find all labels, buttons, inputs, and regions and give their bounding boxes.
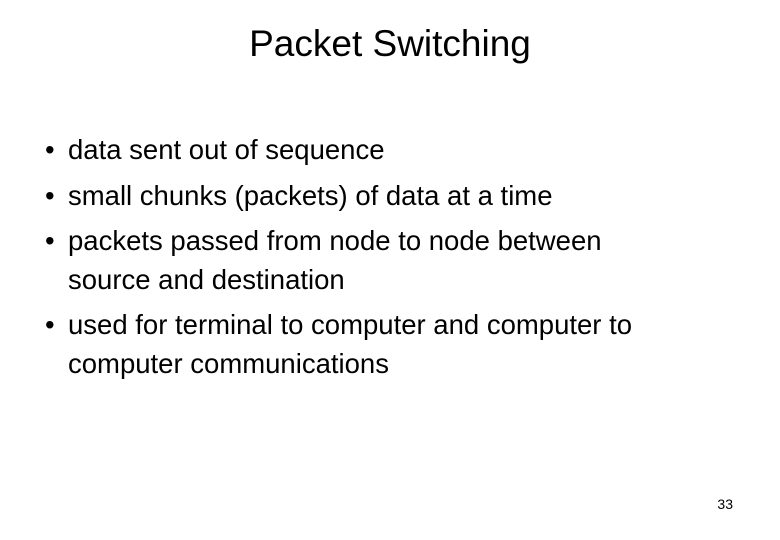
page-number: 33 <box>717 496 733 512</box>
list-item-text: used for terminal to computer and comput… <box>68 309 633 340</box>
list-item-text-continued: computer communications <box>68 347 389 379</box>
bullet-list: • data sent out of sequence • small chun… <box>42 131 742 383</box>
list-item: • used for terminal to computer and comp… <box>42 306 742 383</box>
bullet-point-icon: • <box>45 179 55 211</box>
list-item-text: small chunks (packets) of data at a time <box>68 179 553 211</box>
list-item-text: packets passed from node to node between <box>68 225 602 256</box>
list-item-text-continued: source and destination <box>68 263 345 295</box>
list-item: • small chunks (packets) of data at a ti… <box>42 177 742 216</box>
list-item-text: data sent out of sequence <box>68 134 385 165</box>
list-item: • data sent out of sequence <box>42 131 742 170</box>
bullet-point-icon: • <box>45 134 55 165</box>
bullet-point-icon: • <box>45 225 55 256</box>
page-title: Packet Switching <box>249 23 531 64</box>
bullet-point-icon: • <box>45 309 55 340</box>
list-item: • packets passed from node to node betwe… <box>42 222 742 299</box>
